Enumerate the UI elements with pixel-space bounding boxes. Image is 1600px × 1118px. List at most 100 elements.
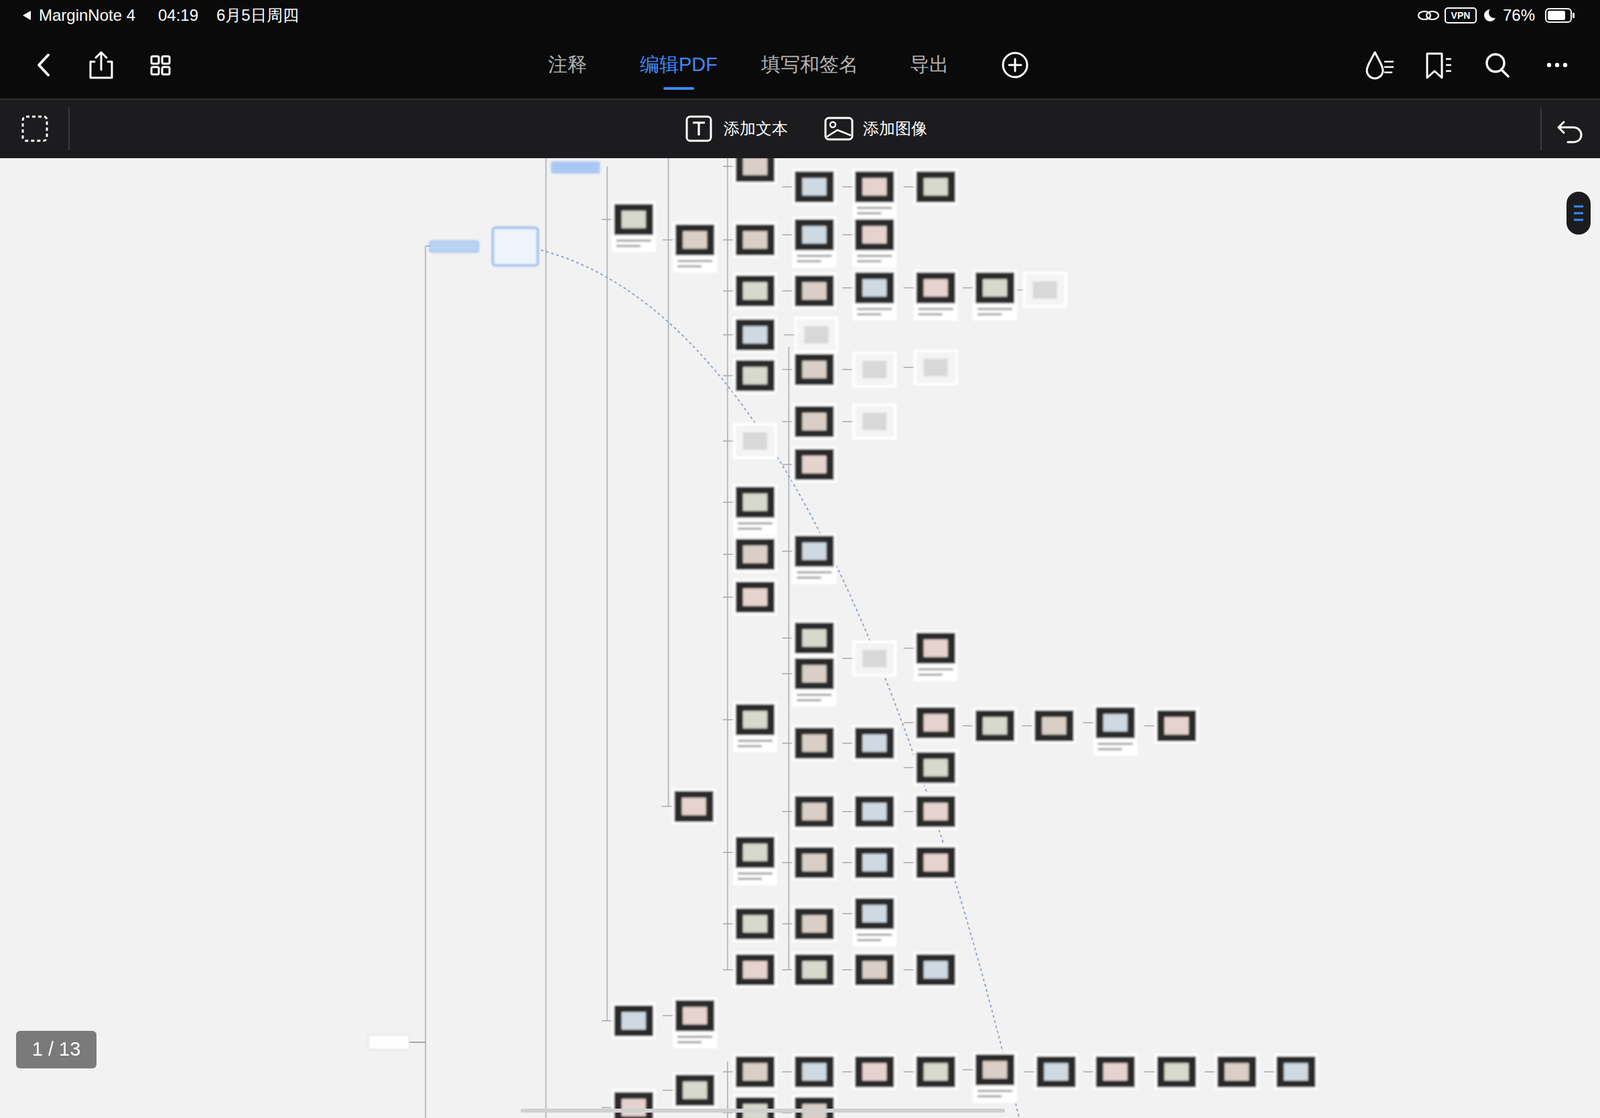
note-thumbnail bbox=[913, 629, 959, 681]
shape-rect bbox=[151, 56, 159, 64]
branch-twig bbox=[842, 186, 853, 188]
thumbnail-card bbox=[913, 844, 959, 881]
add-tab-icon bbox=[1003, 52, 1028, 78]
back-chevron bbox=[38, 54, 49, 76]
thumbnail-detail bbox=[923, 853, 949, 872]
thumbnail-caption bbox=[616, 239, 652, 242]
branch-twig bbox=[781, 968, 793, 971]
note-thumbnail bbox=[791, 905, 837, 942]
thumbnail-image bbox=[675, 1074, 715, 1106]
thumbnail-image bbox=[916, 1055, 956, 1087]
shape-path bbox=[1427, 53, 1442, 78]
thumbnail-card bbox=[852, 351, 897, 388]
thumbnail-detail bbox=[923, 713, 949, 731]
note-thumbnail bbox=[852, 269, 897, 321]
thumbnail-card bbox=[852, 269, 897, 321]
branch-twig bbox=[781, 861, 793, 863]
shape-path bbox=[1501, 69, 1509, 77]
branch-line bbox=[424, 245, 427, 1118]
branch-twig bbox=[842, 369, 853, 371]
shape-circle bbox=[1488, 7, 1500, 19]
note-thumbnail bbox=[1033, 1053, 1079, 1090]
thumbnail-image bbox=[794, 907, 834, 939]
branch-twig bbox=[722, 501, 734, 504]
branch-twig bbox=[722, 1070, 734, 1073]
thumbnail-card bbox=[732, 578, 778, 616]
home-indicator bbox=[520, 1108, 1006, 1113]
note-thumbnail bbox=[791, 216, 837, 268]
shape-circle bbox=[1003, 52, 1028, 78]
tab-label: 填写和签名 bbox=[761, 53, 859, 76]
branch-twig bbox=[781, 463, 793, 465]
note-thumbnail bbox=[791, 168, 837, 206]
branch-twig bbox=[903, 810, 915, 813]
thumbnail-card bbox=[791, 168, 837, 206]
note-thumbnail bbox=[913, 793, 959, 830]
thumbnail-caption bbox=[737, 745, 762, 748]
shape-path bbox=[1384, 61, 1394, 73]
bar-divider bbox=[0, 98, 1600, 100]
note-thumbnail bbox=[611, 201, 656, 252]
branch-twig bbox=[601, 1106, 613, 1109]
tab-label: 注释 bbox=[548, 53, 587, 76]
thumbnail-detail bbox=[743, 366, 768, 384]
thumbnail-image bbox=[794, 219, 834, 250]
thumbnail-image bbox=[735, 486, 775, 518]
thumbnail-detail bbox=[802, 282, 827, 300]
note-thumbnail bbox=[791, 272, 837, 309]
note-thumbnail bbox=[732, 483, 778, 535]
thumbnail-card bbox=[852, 168, 897, 220]
thumbnail-card bbox=[1214, 1053, 1259, 1090]
thumbnail-image bbox=[854, 897, 894, 929]
thumbnail-caption bbox=[856, 212, 882, 215]
branch-twig bbox=[662, 1015, 674, 1017]
branch-twig bbox=[722, 851, 734, 853]
thumbnail-image bbox=[854, 846, 894, 878]
thumbnail-card bbox=[913, 349, 959, 386]
thumbnail-detail bbox=[1103, 1062, 1128, 1081]
thumbnail-detail bbox=[923, 178, 949, 196]
branch-twig bbox=[1144, 724, 1156, 727]
note-thumbnail bbox=[852, 351, 897, 388]
thumbnail-image bbox=[854, 353, 894, 385]
thumbnail-image bbox=[975, 710, 1015, 742]
thumbnail-card bbox=[852, 1053, 897, 1090]
bookmark-icon bbox=[1427, 53, 1452, 78]
branch-twig bbox=[1021, 724, 1033, 727]
select-tool-icon bbox=[22, 116, 47, 141]
thumbnail-image bbox=[854, 954, 894, 985]
branch-line bbox=[726, 152, 729, 969]
thumbnail-detail bbox=[862, 360, 887, 378]
thumbnail-card bbox=[732, 272, 778, 309]
thumbnail-detail bbox=[1103, 713, 1128, 731]
thumbnail-caption bbox=[856, 933, 892, 936]
side-handle bbox=[1566, 191, 1591, 235]
thumbnail-detail bbox=[743, 710, 768, 729]
thumbnail-detail bbox=[862, 734, 887, 752]
thumbnail-image bbox=[1096, 706, 1136, 738]
thumbnail-card bbox=[852, 895, 897, 947]
note-thumbnail bbox=[732, 701, 778, 753]
branch-twig bbox=[781, 290, 793, 292]
thumbnail-card bbox=[732, 357, 778, 394]
thumbnail-image bbox=[794, 171, 834, 203]
shape-path bbox=[95, 52, 107, 70]
thumbnail-detail bbox=[802, 225, 827, 244]
topic-node bbox=[368, 1034, 410, 1049]
note-thumbnail bbox=[972, 707, 1018, 744]
thumbnail-image bbox=[735, 704, 775, 736]
branch-twig bbox=[601, 219, 613, 221]
thumbnail-detail bbox=[743, 843, 768, 861]
thumbnail-detail bbox=[923, 639, 949, 657]
note-thumbnail bbox=[672, 1072, 717, 1109]
note-thumbnail bbox=[732, 272, 778, 309]
thumbnail-card bbox=[791, 724, 837, 762]
tool-label: 添加图像 bbox=[862, 119, 928, 139]
app-name: MarginNote 4 bbox=[38, 6, 136, 25]
thumbnail-image bbox=[916, 706, 956, 738]
thumbnail-image bbox=[794, 954, 834, 985]
share-icon bbox=[90, 52, 112, 78]
branch-line bbox=[606, 166, 608, 1021]
thumbnail-caption bbox=[856, 938, 882, 941]
branch-twig bbox=[781, 369, 793, 371]
